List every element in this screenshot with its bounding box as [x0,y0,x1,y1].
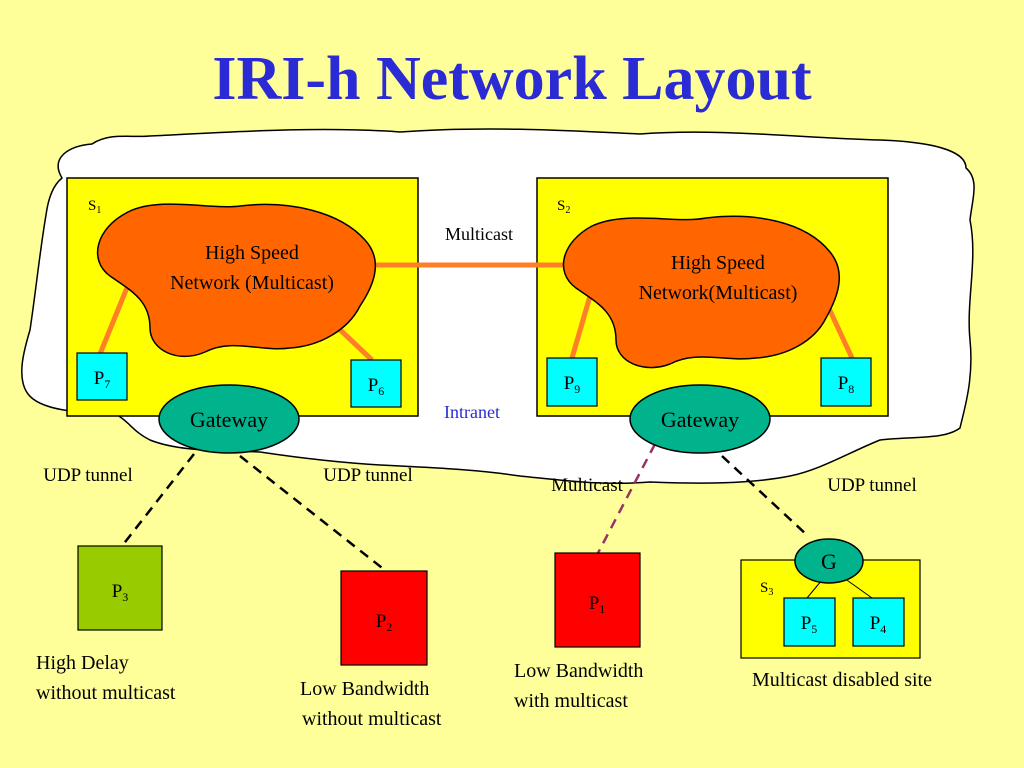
peer-p4[interactable]: P4 [852,597,905,647]
network-s2-line1: High Speed [671,252,765,274]
peer-p1-subscript: 1 [599,602,605,616]
link-g-p5 [806,579,823,599]
svg-text:S1: S1 [88,198,101,216]
peer-p5-subscript: 5 [811,622,817,636]
page-title: IRI-h Network Layout [212,45,812,113]
svg-text:P5: P5 [801,613,818,636]
peer-p9-subscript: 9 [574,382,580,396]
p3-caption-line1: High Delay [36,652,129,674]
peer-p1-label: P [589,593,600,614]
peer-p5-label: P [801,613,812,634]
peer-p9-label: P [564,373,575,394]
site-s2-label: S [557,198,565,214]
udp-tunnel-label-2: UDP tunnel [323,465,413,486]
network-s1-line1: High Speed [205,242,299,264]
site-s1-subscript: 1 [96,205,101,216]
udp-tunnel-label-3: UDP tunnel [827,475,917,496]
link-g-p4 [843,577,873,599]
svg-text:P9: P9 [564,373,581,396]
multicast-external-label: Multicast [551,475,623,496]
peer-p2[interactable]: P2 [340,570,428,666]
gateway-s3-label: G [821,549,837,574]
peer-p3-subscript: 3 [122,590,128,604]
peer-p6-subscript: 6 [378,384,384,398]
peer-p4-subscript: 4 [880,622,886,636]
svg-text:S2: S2 [557,198,570,216]
multicast-link-to-p1 [596,443,657,554]
network-s1-line2: Network (Multicast) [170,272,334,294]
svg-text:P7: P7 [94,368,111,391]
network-cloud-s2 [562,215,840,369]
udp-tunnel-to-g [721,455,809,537]
site-s3-label: S [760,580,768,596]
peer-p8-subscript: 8 [848,382,854,396]
peer-p3-label: P [112,581,123,602]
gateway-s2-label: Gateway [661,407,739,432]
network-s2-line2: Network(Multicast) [639,282,798,304]
site-s3-subscript: 3 [768,587,773,598]
svg-text:P3: P3 [112,581,129,604]
s3-caption: Multicast disabled site [752,669,932,691]
peer-p6-label: P [368,375,379,396]
svg-text:S3: S3 [760,580,773,598]
svg-text:P2: P2 [376,611,393,634]
gateway-s3[interactable]: G [794,538,864,584]
svg-text:P8: P8 [838,373,855,396]
udp-tunnel-to-p3 [121,453,195,547]
p1-caption-line1: Low Bandwidth [514,660,643,682]
peer-p7[interactable]: P7 [76,352,128,401]
udp-tunnel-label-1: UDP tunnel [43,465,133,486]
peer-p3[interactable]: P3 [77,545,163,631]
peer-p7-label: P [94,368,105,389]
svg-text:P6: P6 [368,375,385,398]
intranet-label: Intranet [444,402,500,422]
peer-p2-label: P [376,611,387,632]
p2-caption-line2: without multicast [302,708,442,730]
gateway-s1-label: Gateway [190,407,268,432]
p1-caption-line2: with multicast [514,690,628,712]
udp-tunnels [121,453,809,572]
multicast-label: Multicast [445,224,513,244]
peer-p7-subscript: 7 [104,377,110,391]
p3-caption-line2: without multicast [36,682,176,704]
svg-text:P1: P1 [589,593,606,616]
peer-p6[interactable]: P6 [350,359,402,408]
peer-p1[interactable]: P1 [554,552,641,648]
peer-p9[interactable]: P9 [546,357,598,407]
peer-p4-label: P [870,613,881,634]
svg-text:P4: P4 [870,613,887,636]
peer-p8[interactable]: P8 [820,357,872,407]
network-cloud-s1 [96,203,377,358]
peer-p5[interactable]: P5 [783,597,836,647]
gateway-s1[interactable]: Gateway [158,384,300,454]
site-s1-label: S [88,198,96,214]
site-s2-subscript: 2 [565,205,570,216]
udp-tunnel-to-p2 [239,455,387,572]
peer-p8-label: P [838,373,849,394]
peer-p2-subscript: 2 [386,620,392,634]
p2-caption-line1: Low Bandwidth [300,678,429,700]
gateway-s2[interactable]: Gateway [629,384,771,454]
